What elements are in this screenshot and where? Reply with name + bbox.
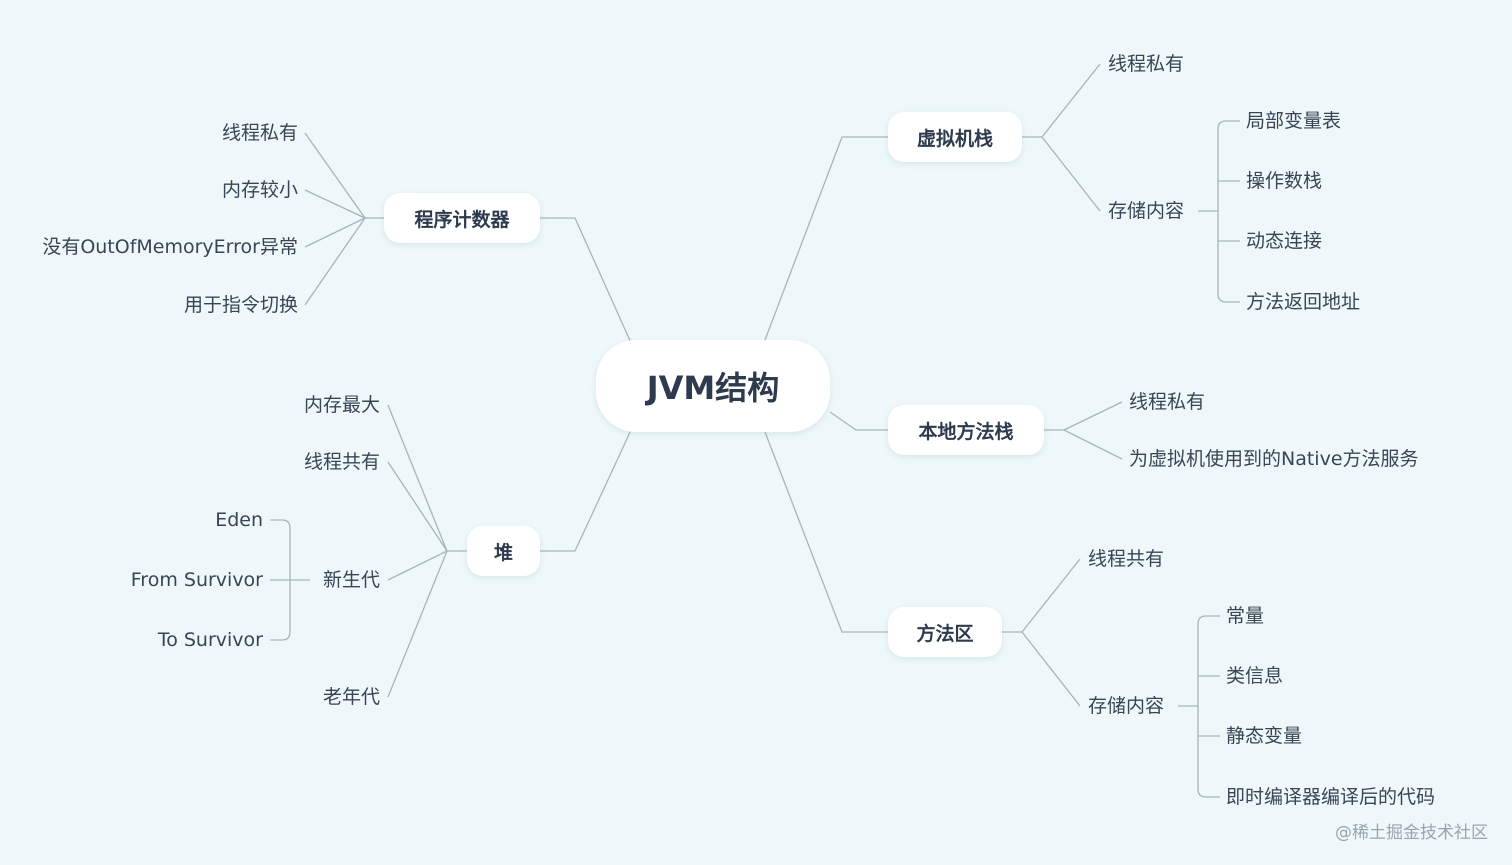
edge-root-pc xyxy=(540,217,633,346)
edge-root-native xyxy=(829,411,888,431)
root-node[interactable]: JVM结构 xyxy=(596,340,830,432)
native-item-thread-private: 线程私有 xyxy=(1129,391,1206,413)
pc-item-thread-private: 线程私有 xyxy=(221,122,298,144)
branch-label: 方法区 xyxy=(916,622,974,645)
branch-method-area[interactable]: 方法区 xyxy=(888,607,1002,657)
vmstack-storage-return-address: 方法返回地址 xyxy=(1246,291,1361,313)
method-storage-static-vars: 静态变量 xyxy=(1226,725,1303,747)
pc-item-small-memory: 内存较小 xyxy=(221,179,298,201)
branch-label: 本地方法栈 xyxy=(918,420,1014,443)
heap-item-largest-memory: 内存最大 xyxy=(303,394,380,416)
young-to-survivor: To Survivor xyxy=(157,629,263,651)
branch-heap[interactable]: 堆 xyxy=(467,526,540,576)
branch-label: 虚拟机栈 xyxy=(916,127,993,150)
young-eden: Eden xyxy=(215,509,263,531)
young-from-survivor: From Survivor xyxy=(130,569,263,591)
vmstack-storage-local-vars: 局部变量表 xyxy=(1246,110,1342,132)
vmstack-storage-operand-stack: 操作数栈 xyxy=(1246,170,1323,192)
method-storage-constants: 常量 xyxy=(1226,605,1265,627)
edge-root-heap xyxy=(540,427,633,552)
pc-item-instruction-switch: 用于指令切换 xyxy=(183,294,298,316)
method-storage-jit-code: 即时编译器编译后的代码 xyxy=(1226,786,1436,808)
method-item-thread-shared: 线程共有 xyxy=(1088,548,1165,570)
edge-root-vmstack xyxy=(764,136,888,341)
branch-program-counter[interactable]: 程序计数器 xyxy=(384,193,540,243)
branch-label: 堆 xyxy=(493,541,513,564)
method-storage-class-info: 类信息 xyxy=(1226,665,1284,687)
vmstack-item-thread-private: 线程私有 xyxy=(1108,53,1185,75)
pc-item-no-oom: 没有OutOfMemoryError异常 xyxy=(42,236,298,258)
watermark: @稀土掘金技术社区 xyxy=(1335,823,1488,843)
native-item-native-service: 为虚拟机使用到的Native方法服务 xyxy=(1129,448,1419,470)
method-item-storage: 存储内容 xyxy=(1088,695,1165,717)
edge-root-method xyxy=(764,431,888,633)
heap-item-old-gen: 老年代 xyxy=(322,686,380,708)
root-label: JVM结构 xyxy=(646,369,780,407)
branch-label: 程序计数器 xyxy=(414,208,510,231)
heap-item-young-gen: 新生代 xyxy=(322,569,380,591)
vmstack-storage-dynamic-link: 动态连接 xyxy=(1246,230,1323,252)
vmstack-item-storage: 存储内容 xyxy=(1108,200,1185,222)
branch-vm-stack[interactable]: 虚拟机栈 xyxy=(888,112,1022,162)
heap-item-thread-shared: 线程共有 xyxy=(303,451,380,473)
branch-native-stack[interactable]: 本地方法栈 xyxy=(888,405,1044,455)
